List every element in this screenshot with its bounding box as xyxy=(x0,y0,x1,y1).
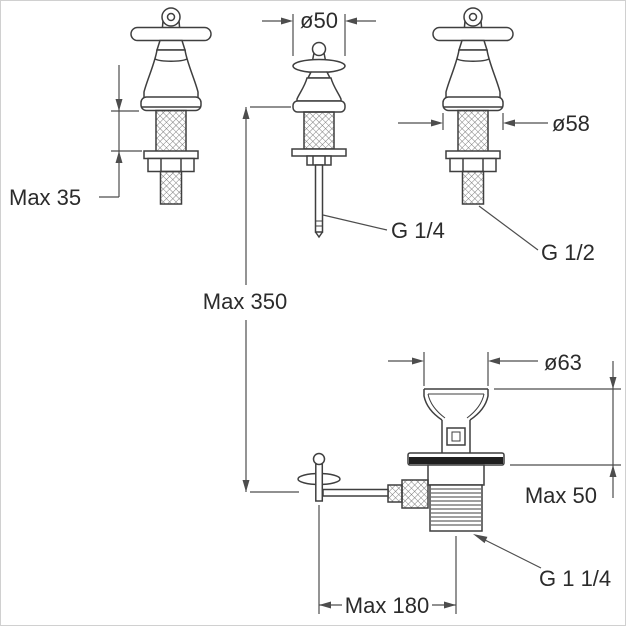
dimension-max-350: Max 350 xyxy=(203,106,299,493)
tap-side-drawing xyxy=(291,41,347,239)
pop-up-waste-drawing xyxy=(387,388,505,532)
label-max-180: Max 180 xyxy=(345,593,429,618)
tap-front-right-drawing xyxy=(432,7,514,205)
dimension-dia-63: ø63 xyxy=(388,350,582,386)
tap-front-left-drawing xyxy=(130,7,212,205)
label-g-one-quarter: G 1 1/4 xyxy=(539,566,611,591)
leader-g-one-quarter: G 1 1/4 xyxy=(473,534,611,591)
leader-g-half: G 1/2 xyxy=(478,205,595,265)
label-dia-63: ø63 xyxy=(544,350,582,375)
lift-rod-drawing xyxy=(297,452,389,502)
dimension-max-35: Max 35 xyxy=(9,65,142,210)
dimension-dia-58: ø58 xyxy=(398,111,590,136)
label-max-50: Max 50 xyxy=(525,483,597,508)
dimension-dia-50: ø50 xyxy=(262,8,376,56)
dimension-max-180: Max 180 xyxy=(318,505,457,618)
leader-g-quarter: G 1/4 xyxy=(322,214,445,243)
label-max-350: Max 350 xyxy=(203,289,287,314)
label-g-half: G 1/2 xyxy=(541,240,595,265)
dimension-max-50: Max 50 xyxy=(494,361,621,508)
label-dia-58: ø58 xyxy=(552,111,590,136)
label-g-quarter: G 1/4 xyxy=(391,218,445,243)
label-max-35: Max 35 xyxy=(9,185,81,210)
label-dia-50: ø50 xyxy=(300,8,338,33)
